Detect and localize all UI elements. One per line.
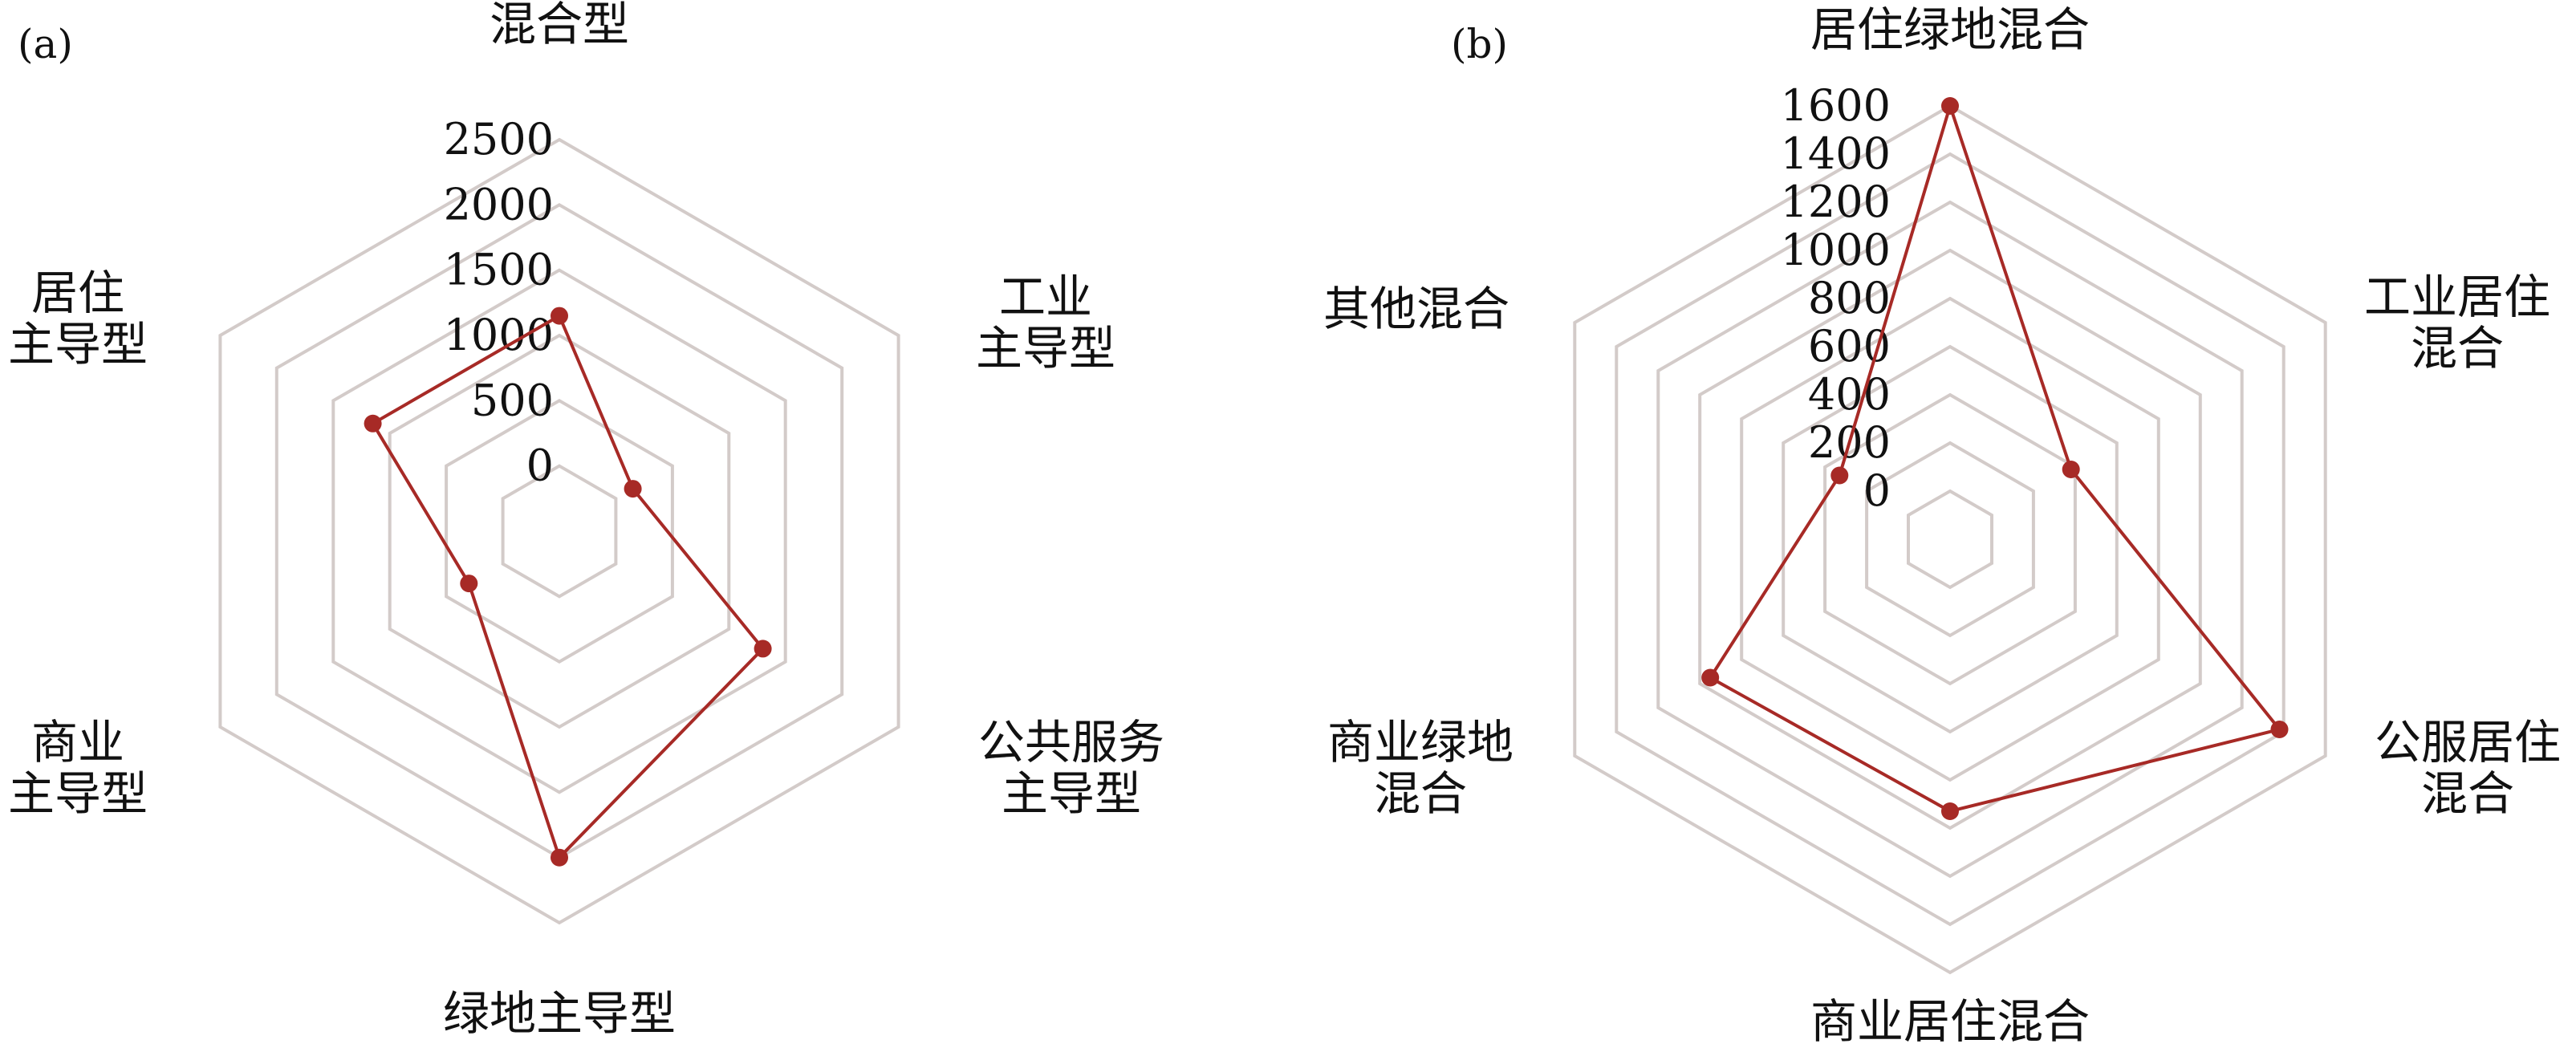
axis-label: 主导型 [8, 317, 148, 372]
grid-ring [445, 398, 674, 664]
radar-grid-a [218, 137, 900, 925]
data-point [754, 640, 772, 658]
axis-label: 混合 [1374, 766, 1467, 821]
axis-label: 商业 [31, 715, 124, 770]
data-point [2062, 461, 2080, 478]
tick-label: 2500 [444, 114, 554, 164]
axis-label: 混合 [2411, 321, 2504, 376]
data-point [1941, 97, 1959, 115]
radar-grid-b [1573, 104, 2327, 975]
axis-label: 其他混合 [1323, 282, 1509, 336]
data-point [2270, 721, 2289, 738]
axis-label: 主导型 [8, 766, 148, 821]
grid-ring [1656, 200, 2244, 879]
axis-label: 主导型 [976, 321, 1115, 376]
axis-label: 绿地主导型 [443, 986, 676, 1041]
tick-label: 800 [1808, 273, 1891, 323]
data-point [624, 480, 642, 498]
tick-label: 0 [1863, 465, 1891, 516]
axis-label: 主导型 [1002, 766, 1141, 821]
grid-ring [1865, 441, 2035, 638]
grid-ring [218, 137, 900, 925]
tick-label: 0 [526, 441, 554, 491]
grid-ring [1573, 104, 2327, 975]
grid-ring [1782, 344, 2119, 734]
grid-ring [1907, 489, 1993, 590]
axis-label: 商业绿地 [1327, 715, 1514, 770]
axis-label: 商业居住混合 [1810, 994, 2090, 1049]
tick-label: 500 [471, 375, 554, 425]
axis-label: 公共服务 [978, 715, 1164, 770]
panel-label-a: (a) [18, 21, 73, 67]
tick-label: 1000 [1781, 225, 1891, 275]
data-point [1830, 466, 1849, 485]
axis-label: 工业 [999, 270, 1092, 324]
data-point [364, 414, 382, 433]
grid-ring [1740, 296, 2160, 782]
series-line [370, 313, 766, 861]
axis-label: 公服居住 [2375, 715, 2561, 770]
grid-ring [388, 333, 731, 729]
grid-ring [274, 202, 844, 860]
series-b [1701, 97, 2289, 820]
data-point [460, 575, 478, 593]
series-a [364, 307, 772, 867]
axis-label: 混合型 [490, 0, 629, 51]
axis-label: 工业居住 [2364, 270, 2550, 324]
data-point [1701, 668, 1720, 687]
tick-label: 400 [1808, 369, 1891, 420]
grid-ring [331, 268, 787, 794]
tick-label: 1500 [444, 245, 554, 295]
grid-ring [1698, 248, 2202, 831]
data-point [551, 848, 568, 867]
axis-label: 居住 [31, 266, 124, 320]
grid-ring [1615, 152, 2285, 927]
axis-label: 居住绿地混合 [1810, 2, 2090, 57]
data-point [1941, 802, 1959, 820]
grid-ring [501, 464, 618, 599]
panel-label-b: (b) [1451, 21, 1508, 67]
tick-label: 1400 [1781, 128, 1891, 179]
tick-label: 1200 [1781, 177, 1891, 227]
axis-label: 混合 [2421, 766, 2514, 821]
tick-label: 1600 [1781, 80, 1891, 131]
tick-label: 2000 [444, 179, 554, 229]
data-point [551, 307, 568, 325]
